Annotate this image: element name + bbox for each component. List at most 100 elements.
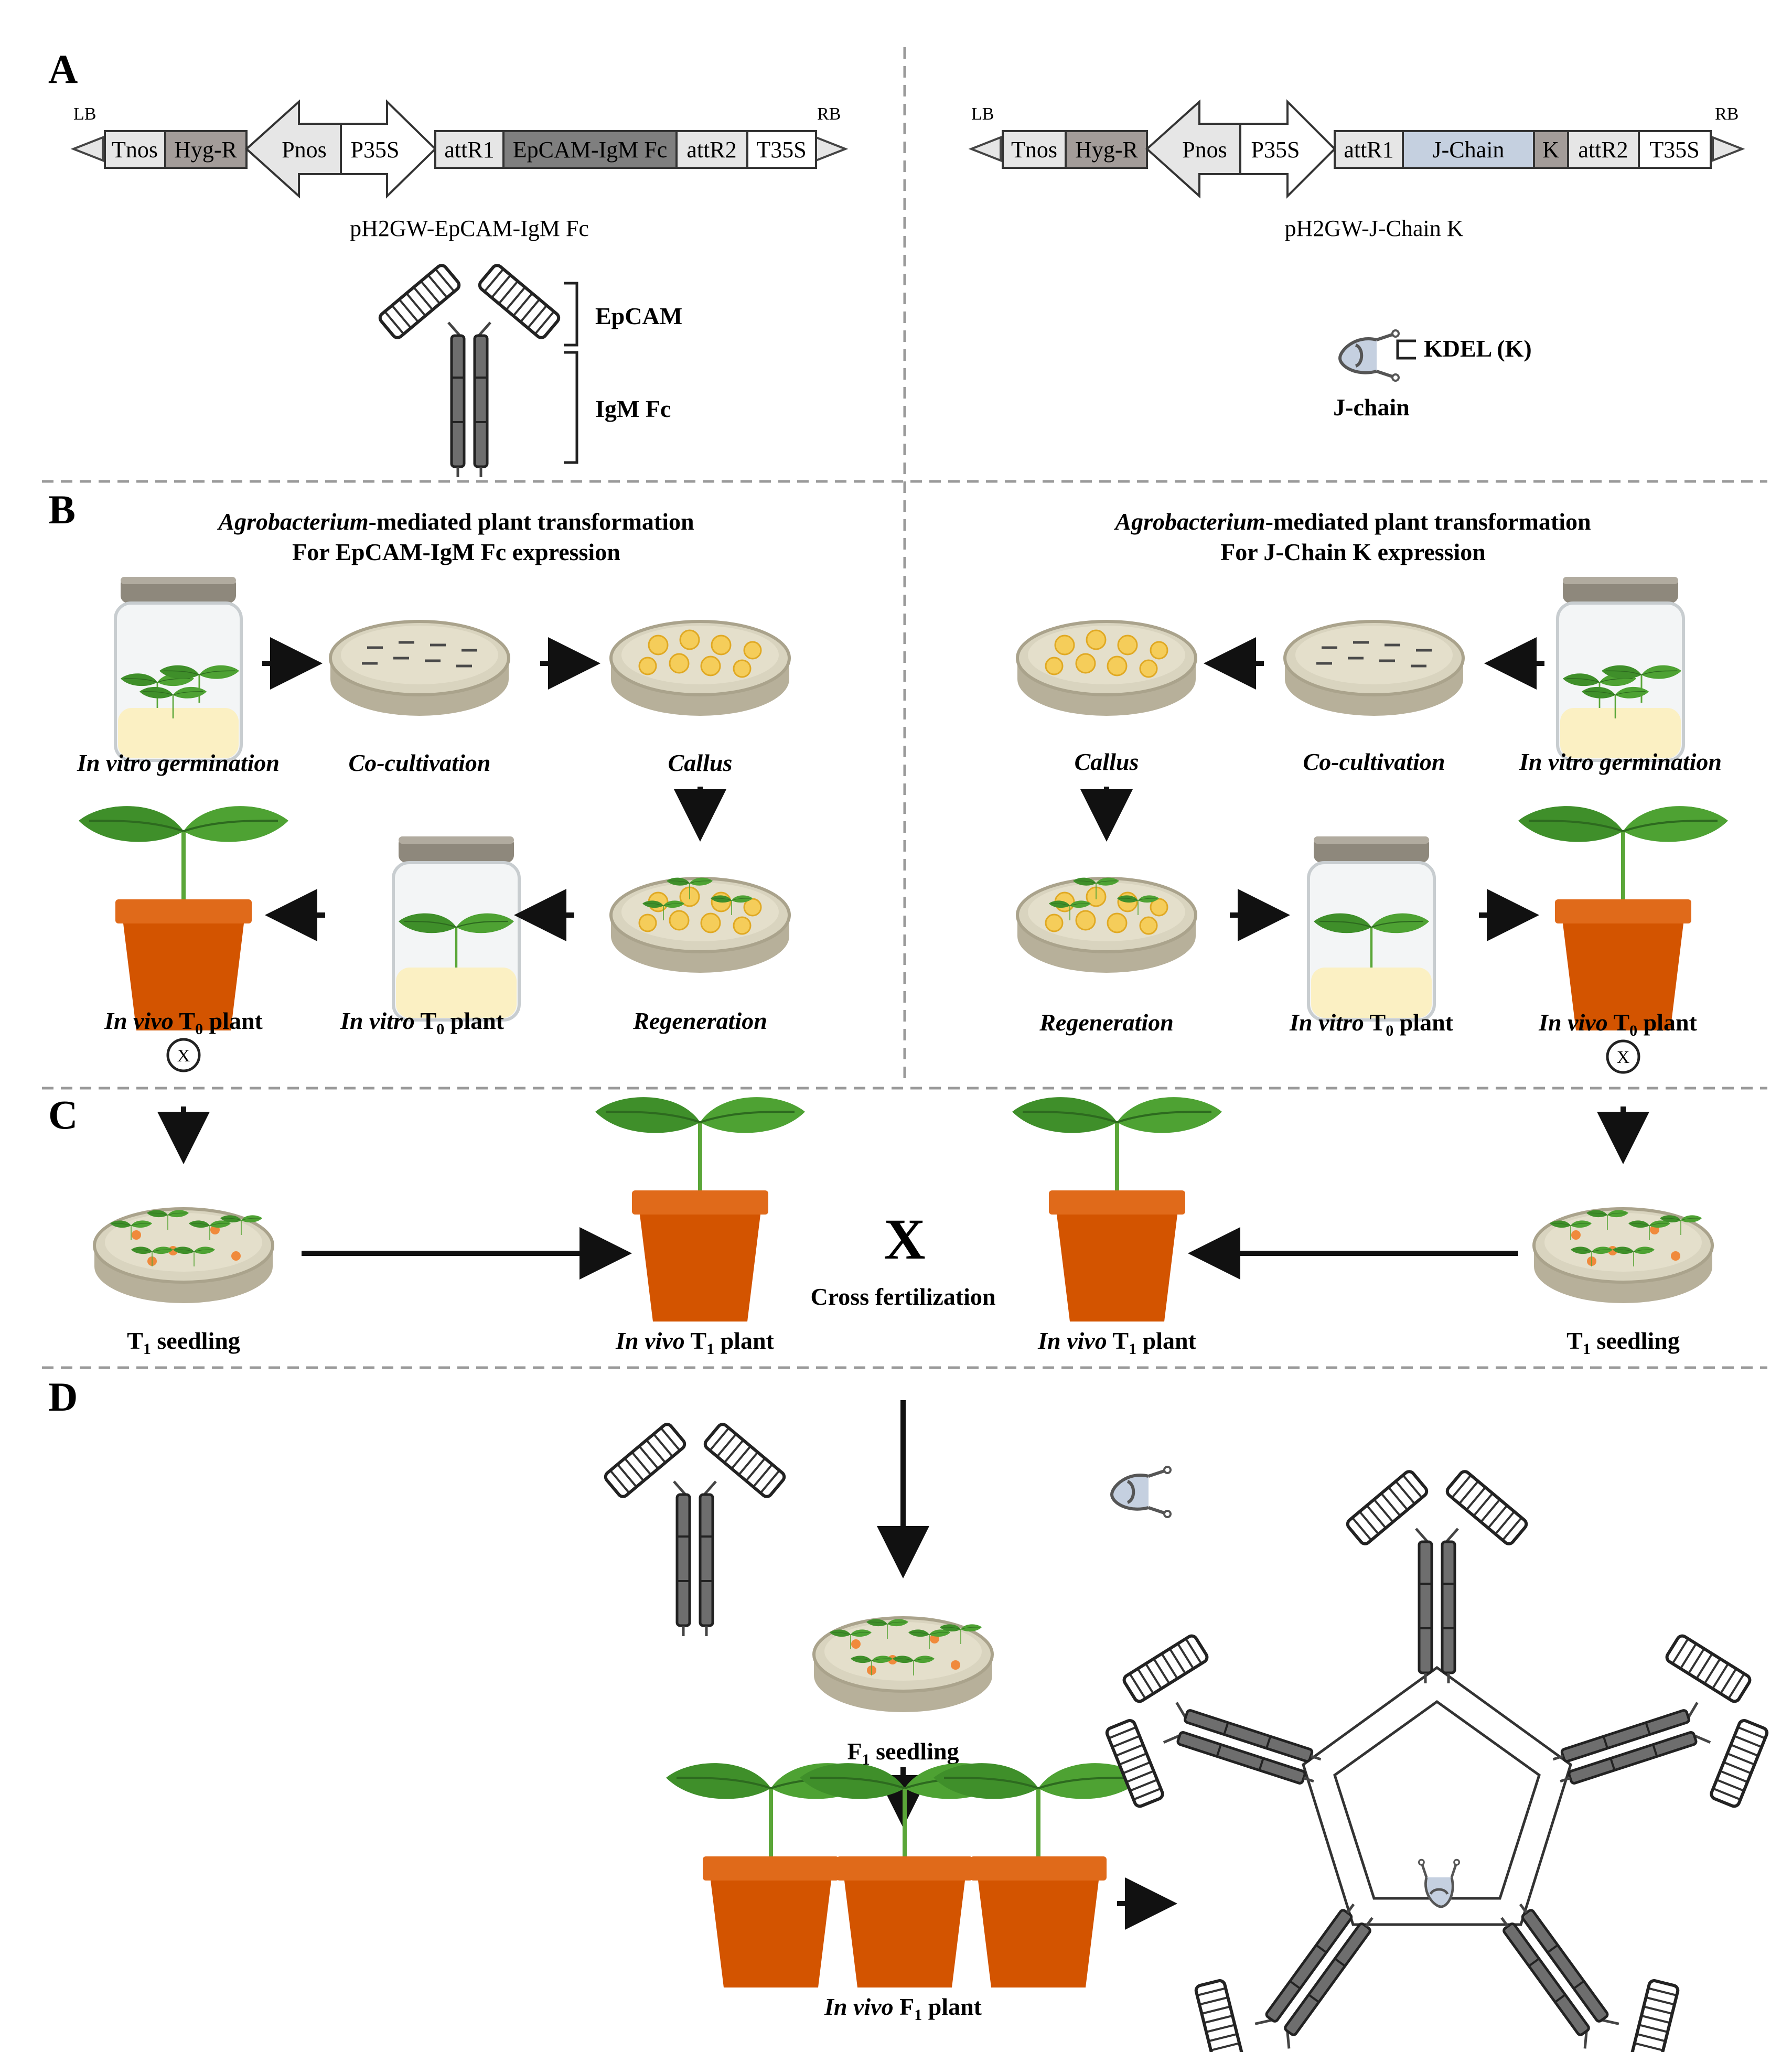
label-callus-left: Callus: [668, 749, 733, 776]
t0-subscript-r2: 0: [1629, 1022, 1637, 1039]
t1-subscript-c2: 1: [1583, 1340, 1591, 1358]
segment-attr1: attR1: [444, 137, 494, 163]
plant-word-r: plant: [1400, 1009, 1454, 1036]
t-letter-c3: T: [690, 1327, 706, 1354]
label-cocultivation-right: Co-cultivation: [1303, 748, 1445, 775]
panel-label-a: A: [48, 46, 78, 92]
segment-attr1-r: attR1: [1344, 137, 1393, 163]
plasmid-name-left: pH2GW-EpCAM-IgM Fc: [350, 216, 589, 241]
dish-callus-left: [611, 621, 789, 716]
segment-tnos: Tnos: [112, 137, 158, 163]
seedling-word-c1: seedling: [157, 1327, 240, 1354]
segment-k: K: [1542, 137, 1559, 163]
dish-regeneration-right: [1017, 878, 1196, 973]
cross-symbol: X: [884, 1207, 925, 1271]
segment-attr2-r: attR2: [1578, 137, 1628, 163]
in-vitro-word: In vitro: [340, 1007, 415, 1034]
jchain-label: J-chain: [1333, 394, 1410, 421]
label-t1-seedling-left: T1 seedling: [127, 1327, 240, 1358]
igm-monomer-panel-d: [604, 1422, 787, 1636]
plant-word: plant: [450, 1007, 505, 1034]
pot-t1-right: [1012, 1097, 1222, 1322]
segment-hyg-r: Hyg-R: [174, 137, 237, 163]
in-vivo-d: In vivo: [824, 1993, 894, 2020]
segment-pnos: Pnos: [282, 137, 327, 163]
f-letter: F: [847, 1738, 862, 1765]
label-germination-right: In vitro germination: [1519, 748, 1722, 775]
f1-subscript-2: 1: [914, 2006, 922, 2024]
t0-subscript-2: 0: [195, 1020, 203, 1038]
t0-subscript-r: 0: [1386, 1022, 1393, 1039]
panel-label-c: C: [48, 1092, 78, 1137]
dish-regeneration-left: [611, 878, 789, 973]
t-letter-c4: T: [1112, 1327, 1129, 1354]
t1-subscript-c3: 1: [706, 1340, 714, 1358]
left-border-label: LB: [73, 104, 96, 124]
segment-pnos-r: Pnos: [1182, 137, 1227, 163]
plant-word-c1: plant: [721, 1327, 775, 1354]
f-letter-2: F: [899, 1993, 914, 2020]
panel-dividers: [42, 47, 1767, 1369]
arrows-panel-c: [157, 1106, 1649, 1280]
self-cross-x-right: X: [1617, 1048, 1630, 1067]
label-in-vivo-t1-left: In vivo T1 plant: [615, 1327, 774, 1358]
in-vivo-c2: In vivo: [1037, 1327, 1107, 1354]
segment-tnos-r: Tnos: [1011, 137, 1057, 163]
t-letter-r: T: [1370, 1009, 1386, 1036]
arrows-right-workflow: [1080, 637, 1544, 941]
t1-subscript-c4: 1: [1129, 1340, 1136, 1358]
igm-pentamer: [1086, 1469, 1788, 2052]
pot-t1-left: [595, 1097, 805, 1322]
label-in-vivo-f1: In vivo F1 plant: [824, 1993, 982, 2024]
label-in-vivo-t1-right: In vivo T1 plant: [1037, 1327, 1196, 1358]
title-italic-r: Agrobacterium: [1113, 508, 1265, 535]
construct-jchain-k: LB RB Tnos Hyg-R Pnos P35S attR1 J-Chain…: [968, 99, 1745, 241]
label-callus-right: Callus: [1075, 748, 1139, 775]
segment-p35s-r: P35S: [1251, 137, 1300, 163]
label-f1-seedling: F1 seedling: [847, 1738, 959, 1768]
t0-subscript: 0: [436, 1020, 444, 1038]
dish-cocultivation-left: [330, 621, 509, 716]
right-border-label: RB: [817, 104, 841, 124]
in-vitro-word-r: In vitro: [1289, 1009, 1364, 1036]
jar-t0-right: [1308, 836, 1434, 1020]
dish-callus-right: [1017, 621, 1196, 716]
panel-b-left-title: Agrobacterium-mediated plant transformat…: [217, 508, 694, 535]
t-letter-c1: T: [127, 1327, 143, 1354]
label-in-vivo-t0-right: In vivo T0 plant: [1538, 1009, 1697, 1039]
kdel-label: KDEL (K): [1424, 335, 1532, 362]
label-t1-seedling-right: T1 seedling: [1566, 1327, 1680, 1358]
t-letter-c2: T: [1566, 1327, 1583, 1354]
pot-t0-left: [79, 806, 288, 1030]
title-rest-r: -mediated plant transformation: [1265, 508, 1591, 535]
plant-word-r2: plant: [1644, 1009, 1698, 1036]
panel-b-left-subtitle: For EpCAM-IgM Fc expression: [292, 539, 620, 565]
plasmid-name-right: pH2GW-J-Chain K: [1285, 216, 1464, 241]
label-in-vitro-t0-left: In vitro T0 plant: [340, 1007, 505, 1038]
left-border-label-right: LB: [971, 104, 994, 124]
igm-fc-label: IgM Fc: [595, 395, 671, 422]
segment-t35s-r: T35S: [1649, 137, 1699, 163]
t-letter-2: T: [179, 1007, 195, 1034]
jar-t0-left: [393, 836, 519, 1020]
segment-attr2: attR2: [686, 137, 736, 163]
self-cross-x-left: X: [177, 1046, 190, 1066]
label-germination-left: In vitro germination: [77, 749, 280, 776]
in-vivo-word-r: In vivo: [1538, 1009, 1608, 1036]
segment-j-chain: J-Chain: [1433, 137, 1505, 163]
segment-p35s: P35S: [351, 137, 400, 163]
panel-b-right-subtitle: For J-Chain K expression: [1220, 539, 1486, 565]
construct-epcam-igm: LB RB Tnos Hyg-R Pnos P35S attR1 EpCAM-I…: [70, 99, 849, 241]
seedling-word-d: seedling: [876, 1738, 959, 1765]
segment-t35s: T35S: [756, 137, 806, 163]
label-in-vivo-t0-left: In vivo T0 plant: [104, 1007, 263, 1038]
dish-cocultivation-right: [1285, 621, 1463, 716]
jchain-panel-d: [1112, 1467, 1171, 1517]
label-cocultivation-left: Co-cultivation: [349, 749, 491, 776]
self-cross-symbol-right: X: [1606, 1039, 1640, 1074]
right-border-label-right: RB: [1715, 104, 1739, 124]
panel-b-right-title: Agrobacterium-mediated plant transformat…: [1113, 508, 1591, 535]
plant-word-d: plant: [928, 1993, 982, 2020]
panel-label-b: B: [48, 487, 76, 532]
